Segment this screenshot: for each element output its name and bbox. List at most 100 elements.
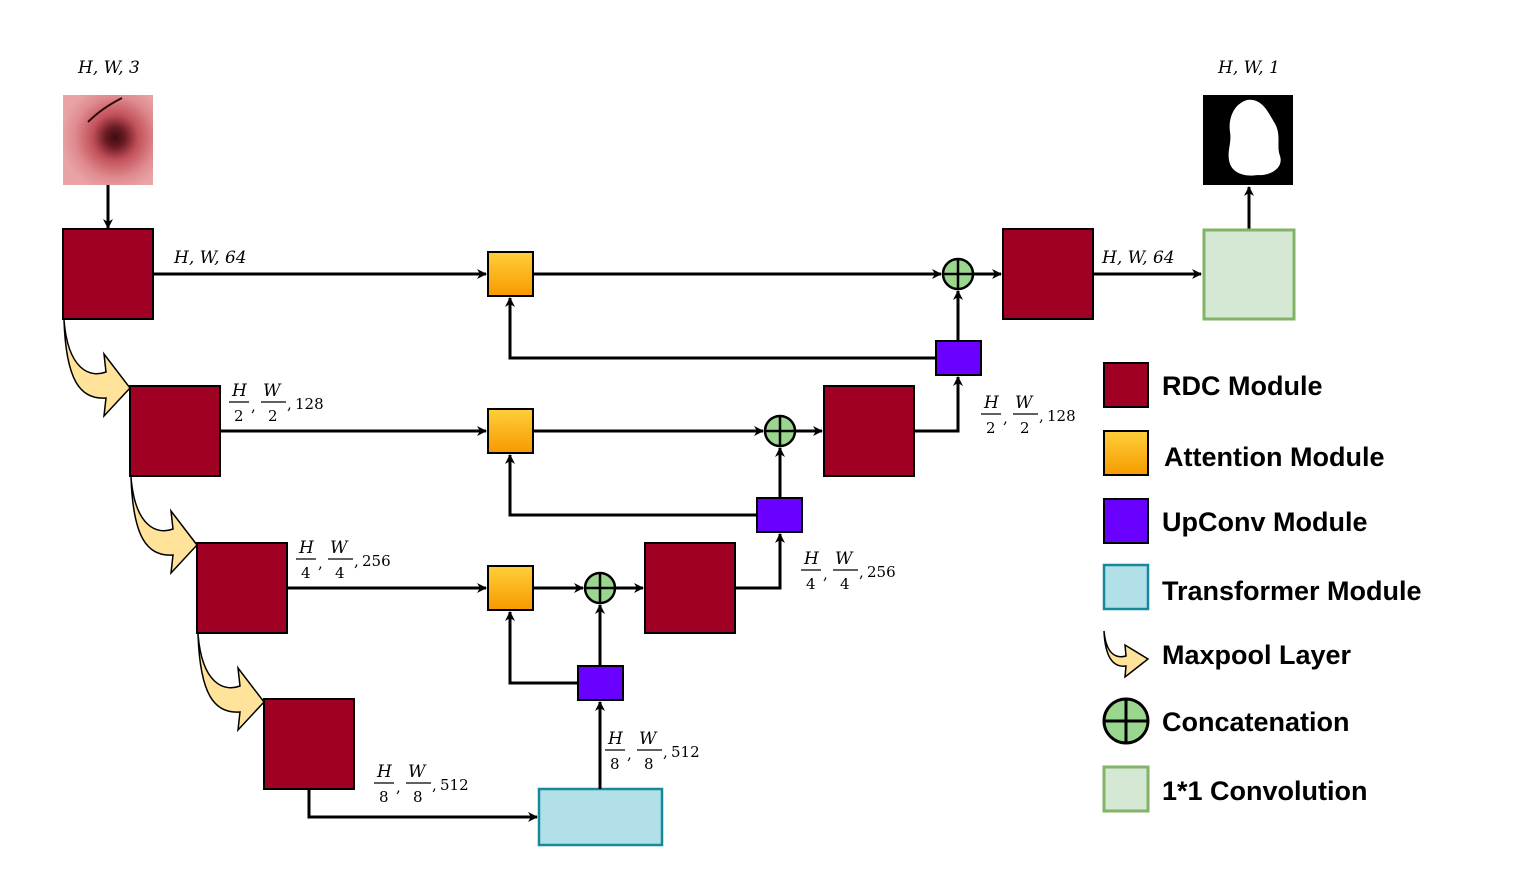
legend-swatch-conv1x1: [1102, 765, 1150, 813]
rdc-decoder-2: [823, 385, 915, 477]
legend-item-upconv: UpConv Module: [1103, 498, 1367, 544]
svg-text:8: 8: [413, 788, 423, 806]
upconv-module-1: [935, 340, 982, 376]
svg-text:,: ,: [663, 743, 668, 761]
svg-text:H: H: [803, 549, 820, 569]
svg-text:,: ,: [318, 554, 323, 572]
svg-text:W: W: [263, 381, 282, 401]
svg-text:H: H: [376, 762, 393, 782]
rdc-decoder-3: [644, 542, 736, 634]
output-dims-label: H, W, 1: [1217, 58, 1280, 78]
dec1-dims-label: H, W, 64: [1101, 248, 1175, 268]
maxpool-arrow-3: [197, 633, 265, 733]
svg-text:4: 4: [335, 564, 345, 582]
svg-text:4: 4: [840, 575, 850, 593]
maxpool-arrow-2: [130, 476, 198, 576]
rdc-decoder-1: [1002, 228, 1094, 320]
attention-module-1: [487, 251, 534, 297]
enc4-to-transformer-arrow: [307, 789, 538, 822]
svg-text:8: 8: [379, 788, 389, 806]
legend-item-rdc: RDC Module: [1103, 362, 1322, 408]
concat-2: [763, 414, 797, 448]
rdc-encoder-2: [129, 385, 221, 477]
legend-swatch-upconv: [1103, 498, 1149, 544]
svg-text:W: W: [639, 729, 658, 749]
svg-text:4: 4: [301, 564, 311, 582]
legend-label-upconv: UpConv Module: [1162, 507, 1367, 537]
svg-text:,: ,: [396, 778, 401, 796]
rdc-encoder-4: [263, 698, 355, 790]
svg-text:256: 256: [867, 563, 896, 581]
svg-text:,: ,: [859, 563, 864, 581]
svg-text:H: H: [231, 381, 248, 401]
svg-text:2: 2: [1020, 419, 1030, 437]
svg-text:2: 2: [234, 407, 244, 425]
enc1-dims-label: H, W, 64: [173, 248, 247, 268]
svg-text:,: ,: [251, 397, 256, 415]
legend-swatch-rdc: [1103, 362, 1149, 408]
upconv1-to-attention1-arrow: [505, 297, 936, 360]
svg-text:,: ,: [627, 745, 632, 763]
legend-swatch-attention: [1103, 430, 1149, 476]
input-skin-image: [63, 95, 153, 185]
upconv-module-3: [577, 665, 624, 701]
legend-concat-icon: [1102, 697, 1150, 745]
input-dims-label: H, W, 3: [77, 58, 140, 78]
svg-text:8: 8: [644, 755, 654, 773]
attention-module-2: [487, 408, 534, 454]
svg-text:4: 4: [806, 575, 816, 593]
svg-text:2: 2: [986, 419, 996, 437]
upconv3-to-attention3-arrow: [505, 611, 578, 685]
svg-text:,: ,: [1003, 409, 1008, 427]
legend-label-concat: Concatenation: [1162, 707, 1350, 737]
rdc-decoder3-to-upconv2-arrow: [735, 533, 785, 590]
output-mask-image: [1203, 95, 1293, 185]
legend-label-conv1x1: 1*1 Convolution: [1162, 776, 1368, 806]
rdc-encoder-1: [62, 228, 154, 320]
enc3-dims-label: H 4 , W 4 , 256: [296, 538, 391, 582]
rdc-decoder2-to-upconv1-arrow: [914, 376, 963, 433]
svg-text:8: 8: [610, 755, 620, 773]
svg-text:W: W: [330, 538, 349, 558]
svg-text:,: ,: [354, 552, 359, 570]
svg-text:128: 128: [295, 395, 324, 413]
dec3-dims-label: H 4 , W 4 , 256: [801, 549, 896, 593]
concat-1: [941, 257, 975, 291]
transformer-dims-label: H 8 , W 8 , 512: [605, 729, 700, 773]
concat-3: [583, 571, 617, 605]
legend-item-conv1x1: 1*1 Convolution: [1102, 765, 1368, 813]
svg-text:H: H: [298, 538, 315, 558]
legend-maxpool-icon: [1103, 630, 1150, 679]
svg-text:H: H: [607, 729, 624, 749]
maxpool-arrow-1: [63, 319, 131, 419]
enc4-dims-label: H 8 , W 8 , 512: [374, 762, 469, 806]
upconv-module-2: [756, 497, 803, 533]
conv1x1-module: [1202, 228, 1296, 321]
svg-text:W: W: [408, 762, 427, 782]
svg-text:W: W: [1015, 393, 1034, 413]
dec2-dims-label: H 2 , W 2 , 128: [981, 393, 1076, 437]
legend-item-transformer: Transformer Module: [1102, 563, 1422, 611]
upconv2-to-attention2-arrow: [505, 454, 757, 517]
legend-label-maxpool: Maxpool Layer: [1162, 640, 1352, 670]
svg-text:,: ,: [823, 565, 828, 583]
svg-text:2: 2: [268, 407, 278, 425]
svg-text:,: ,: [287, 395, 292, 413]
attention-module-3: [487, 565, 534, 611]
legend-item-maxpool: Maxpool Layer: [1103, 630, 1352, 679]
svg-text:,: ,: [1039, 407, 1044, 425]
svg-text:512: 512: [440, 776, 469, 794]
svg-text:512: 512: [671, 743, 700, 761]
rdc-encoder-3: [196, 542, 288, 634]
svg-text:256: 256: [362, 552, 391, 570]
transformer-module: [537, 787, 664, 847]
legend-item-concat: Concatenation: [1102, 697, 1350, 745]
legend: RDC Module Attention Module UpConv Modul…: [1102, 362, 1422, 813]
legend-label-rdc: RDC Module: [1162, 371, 1322, 401]
svg-text:H: H: [983, 393, 1000, 413]
enc2-dims-label: H 2 , W 2 , 128: [229, 381, 324, 425]
legend-item-attention: Attention Module: [1103, 430, 1384, 476]
svg-text:128: 128: [1047, 407, 1076, 425]
legend-label-attention: Attention Module: [1164, 442, 1384, 472]
